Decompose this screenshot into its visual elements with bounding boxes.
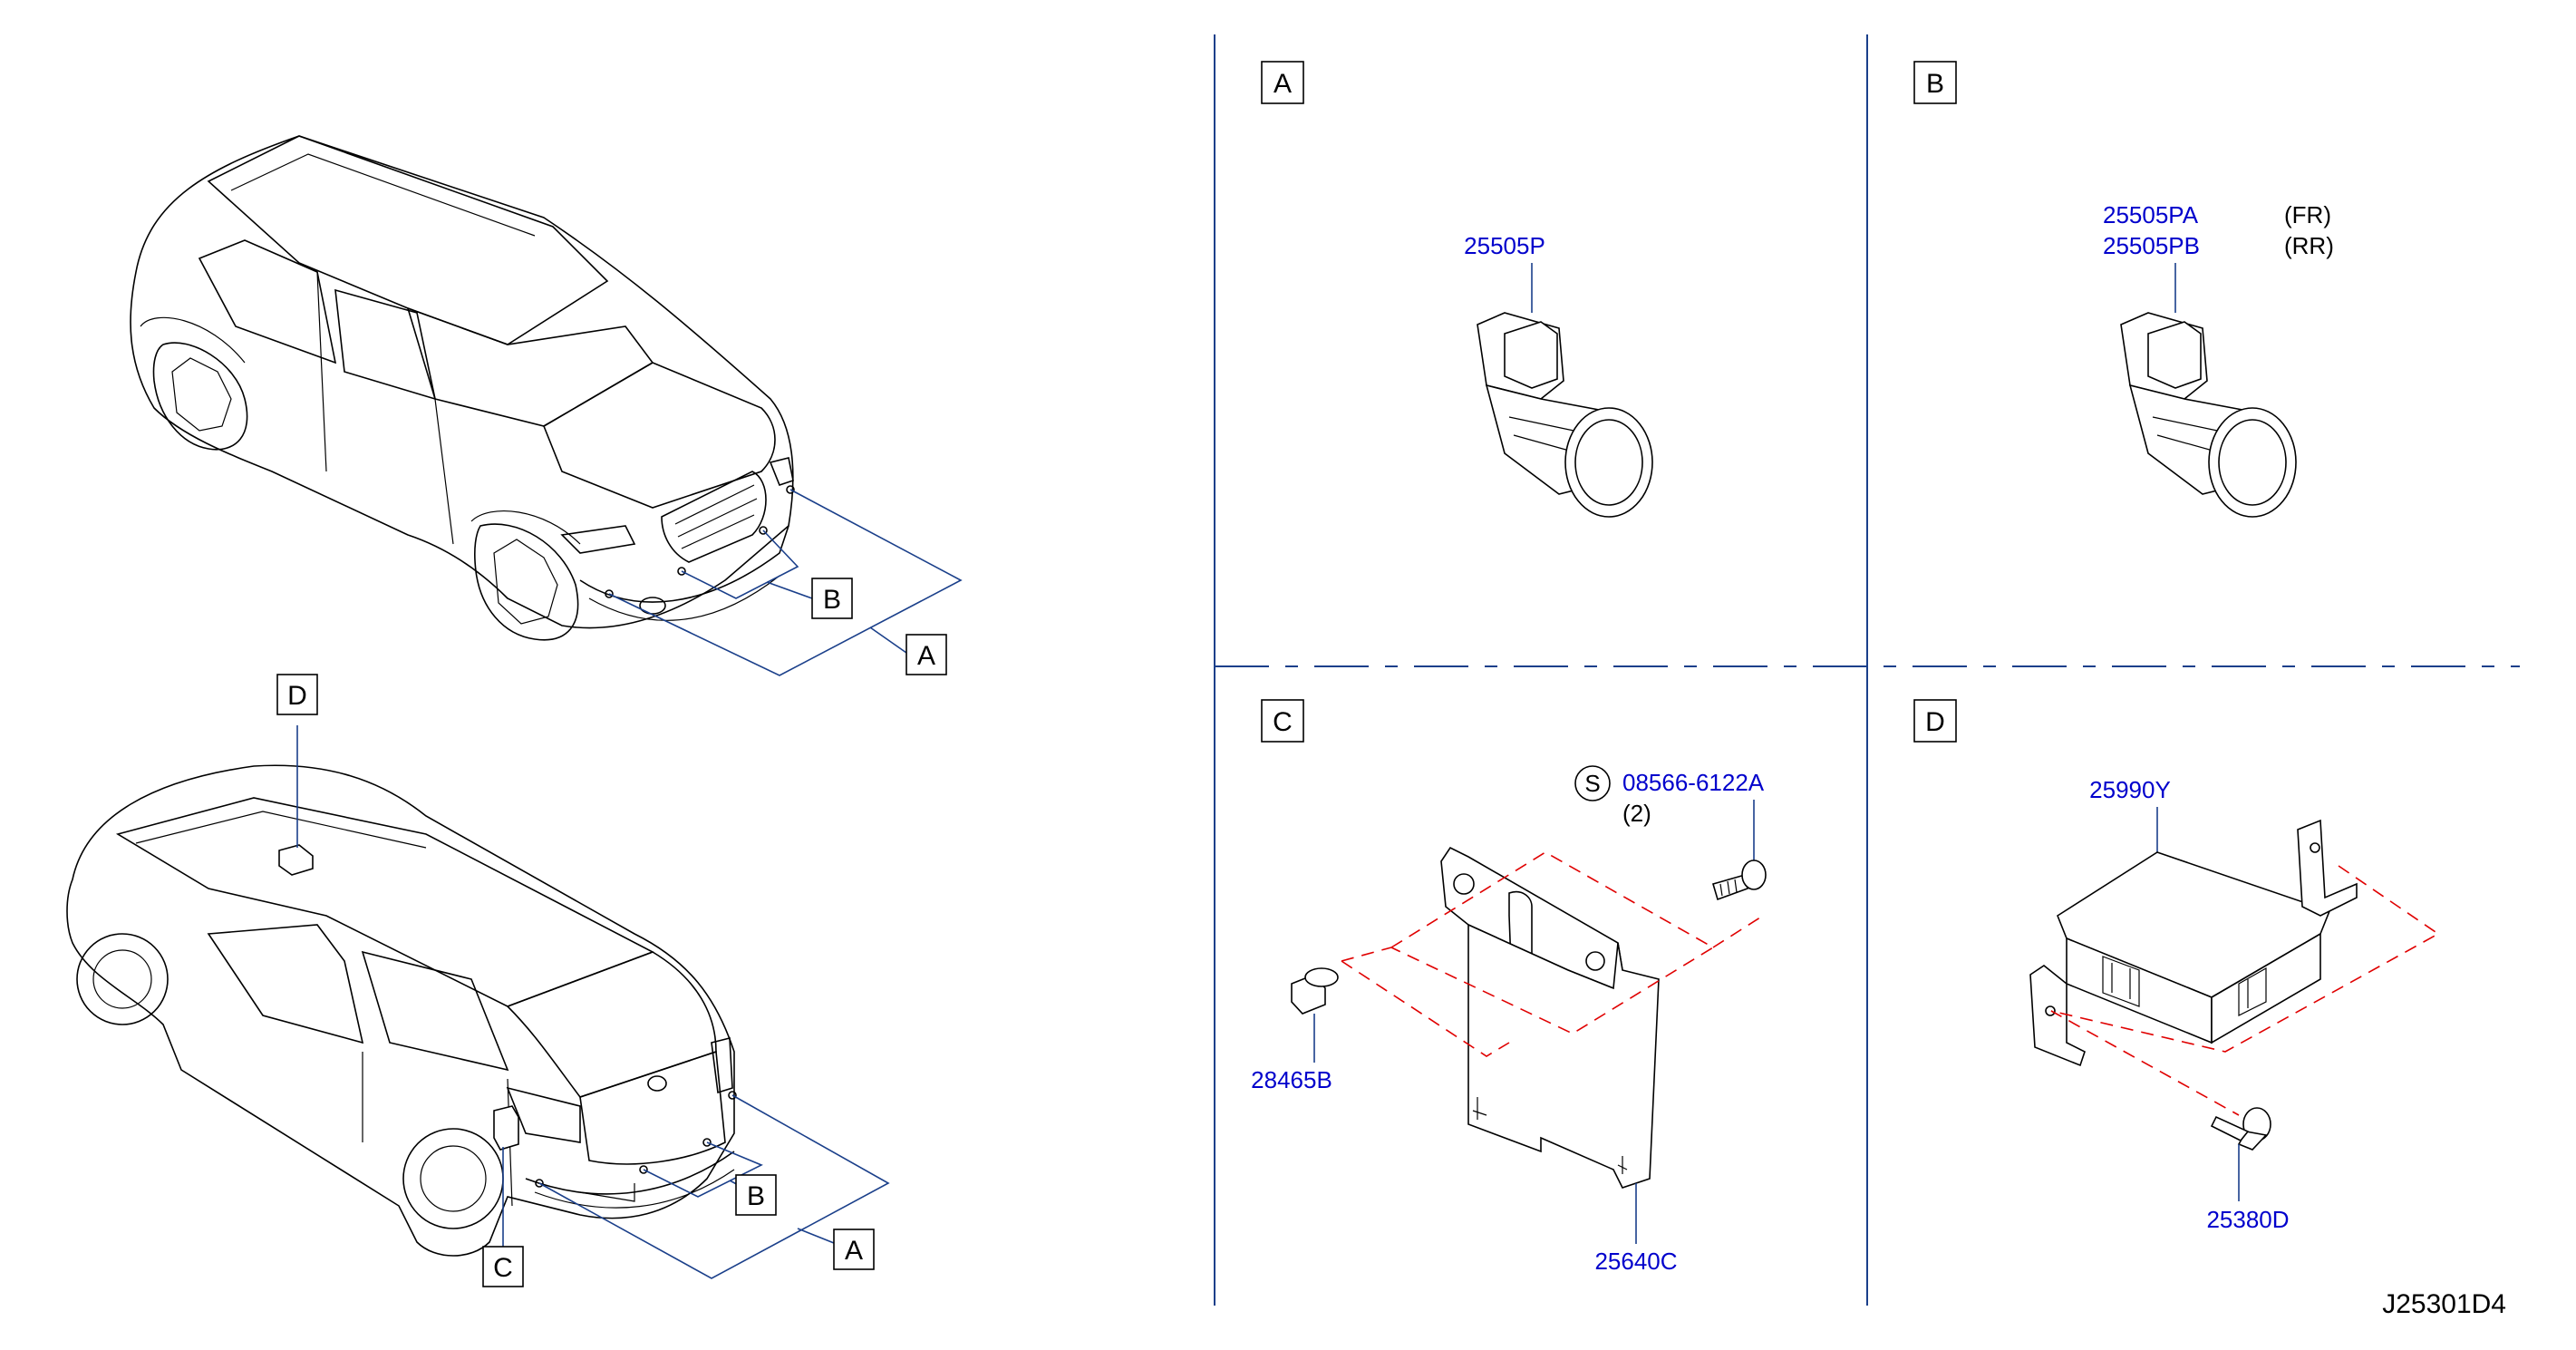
panel-d-box [1913,699,1957,743]
part-28465b-label: 28465B [1251,1066,1332,1093]
clip-28465b-icon [1291,967,1339,1015]
front-vehicle-drawing [130,135,795,641]
panel-a-box [1261,61,1304,104]
rear-callout-c: C [482,1246,524,1287]
rear-callout-a: A [833,1229,875,1270]
panel-b-box [1913,61,1957,104]
rear-callout-d: D [276,674,318,715]
panel-b: B 25505PA (FR) 25505PB (RR) [1913,61,2334,518]
front-callout-a-label: A [917,641,935,671]
panel-c-box [1261,699,1304,743]
screw-quantity: (2) [1622,800,1651,827]
part-25990y-label: 25990Y [2089,776,2171,803]
rear-callout-d-label: D [287,681,307,711]
part-25505pa-label: 25505PA [2103,201,2199,228]
panel-a: A 25505P [1261,61,1653,518]
parking-sensor-b-icon [2120,312,2297,518]
diagram-code: J25301D4 [2382,1289,2506,1319]
part-08566-6122a-label: 08566-6122A [1622,769,1765,796]
part-25640c-label: 25640C [1594,1248,1677,1275]
note-rr: (RR) [2284,232,2334,259]
screw-symbol-circle [1574,765,1611,801]
rear-callout-b: B [735,1174,777,1216]
panel-c-box-label: C [1273,707,1293,737]
bolt-25380d-icon [2210,1107,2271,1151]
panel-b-box-label: B [1926,69,1944,99]
rear-callout-c-label: C [493,1253,513,1283]
parking-sensor-a-icon [1477,312,1653,518]
front-callout-leaders [608,489,963,676]
panel-d-box-label: D [1925,707,1945,737]
panel-c: C S 08566-6122A (2) 2 [1251,699,1767,1275]
part-25505p-label: 25505P [1464,232,1545,259]
rear-callout-leaders [296,725,890,1279]
control-unit-25990y-icon [2029,819,2358,1067]
screw-symbol: S [1584,770,1600,797]
front-callout-a: A [905,634,947,675]
panel-d: D 25990Y [1913,699,2440,1233]
screw-08566-icon [1712,860,1767,901]
rear-callout-a-label: A [845,1236,863,1266]
front-callout-b-label: B [823,585,841,615]
bracket-25640c-icon [1440,846,1660,1189]
panel-a-box-label: A [1273,69,1292,99]
part-25505pb-label: 25505PB [2103,232,2200,259]
rear-vehicle-drawing [66,764,737,1257]
front-callout-b: B [811,578,853,619]
panel-dividers [1214,34,2520,1306]
rear-callout-b-label: B [747,1181,765,1211]
note-fr: (FR) [2284,201,2331,228]
part-25380d-label: 25380D [2206,1206,2289,1233]
